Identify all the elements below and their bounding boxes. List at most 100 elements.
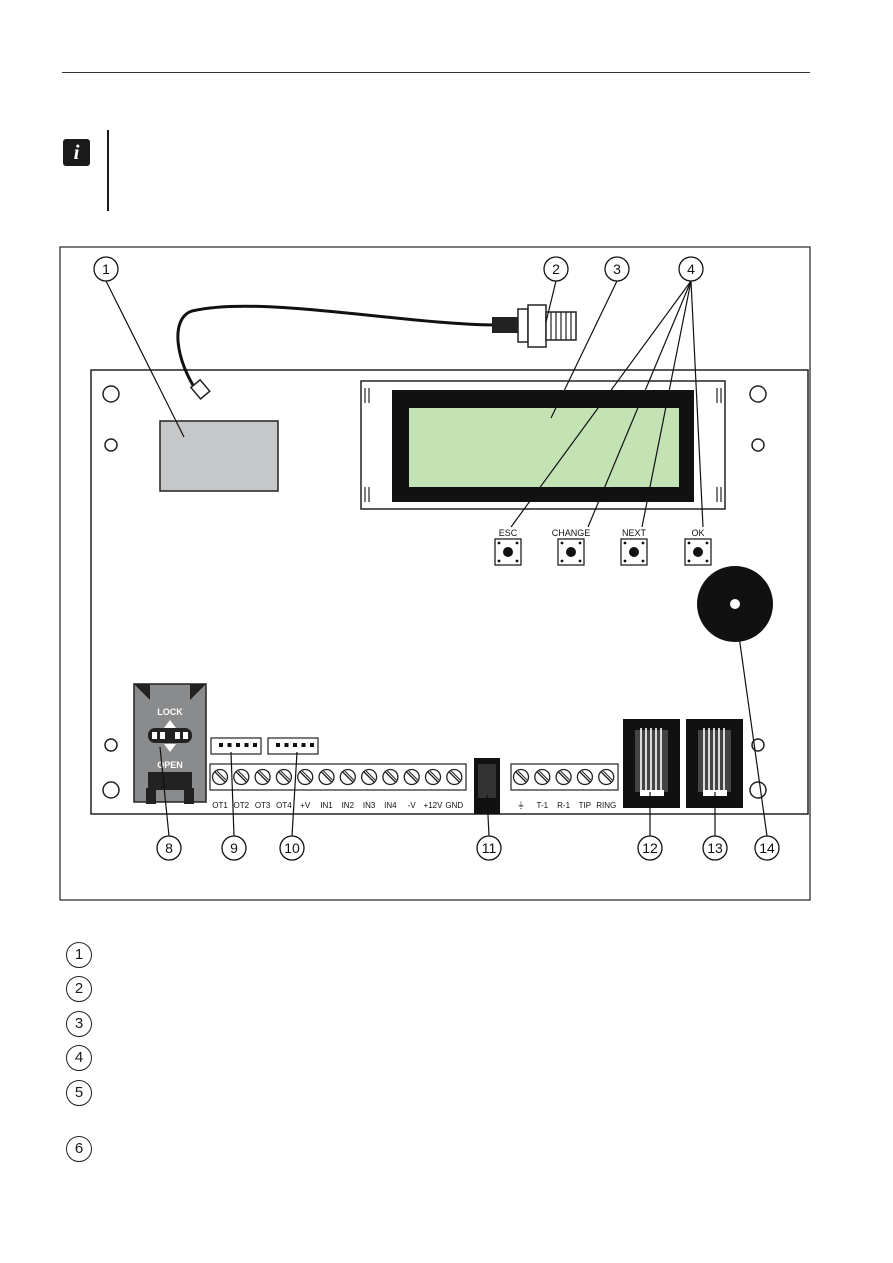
terminal-label: T-1 — [537, 801, 549, 810]
legend-number: 6 — [66, 1136, 92, 1162]
terminal: IN2 — [339, 768, 356, 810]
terminal-label: GND — [445, 801, 463, 810]
mounting-hole — [749, 385, 767, 403]
sim-open-label: OPEN — [157, 760, 183, 770]
callout-4: 4 — [678, 256, 704, 282]
leader-lines — [105, 280, 768, 837]
terminal: OT2 — [233, 768, 250, 810]
callout-3: 3 — [604, 256, 630, 282]
callout-12: 12 — [637, 835, 663, 861]
mounting-hole — [749, 781, 767, 799]
callout-11: 11 — [476, 835, 502, 861]
mounting-hole — [104, 438, 118, 452]
antenna-connector-sleeve — [492, 317, 520, 333]
terminal-label: OT4 — [276, 801, 292, 810]
header-pin — [310, 743, 314, 747]
terminal: OT4 — [275, 768, 292, 810]
terminal: GND — [445, 768, 463, 810]
legend-number: 3 — [66, 1011, 92, 1037]
terminal: ⏚ — [512, 768, 530, 810]
callout-number: 14 — [759, 840, 775, 856]
lcd-screen — [409, 408, 679, 487]
callout-14: 14 — [754, 835, 780, 861]
legend-number: 2 — [66, 976, 92, 1002]
mounting-hole — [104, 738, 118, 752]
header-rule — [62, 72, 810, 73]
buzzer-hole — [730, 599, 740, 609]
terminal-label: OT2 — [234, 801, 250, 810]
callout-number: 9 — [230, 840, 238, 856]
callout-number: 8 — [165, 840, 173, 856]
terminal: TIP — [576, 768, 594, 810]
callout-number: 3 — [613, 261, 621, 277]
header-pin — [244, 743, 249, 747]
callout-1: 1 — [93, 256, 119, 282]
header-pin — [253, 743, 257, 747]
button-next: NEXT — [620, 528, 648, 566]
terminal-block-left — [209, 763, 467, 791]
header-pin — [219, 743, 223, 747]
terminal-label: +12V — [424, 801, 444, 810]
callout-number: 12 — [642, 840, 658, 856]
callout-number: 13 — [707, 840, 723, 856]
header-pin — [227, 743, 232, 747]
callout-number: 2 — [552, 261, 560, 277]
callout-13: 13 — [702, 835, 728, 861]
phone-jack-12 — [623, 719, 680, 808]
buttons-layer: ESC CHANGE NEXT OK — [494, 528, 712, 566]
legend-number: 5 — [66, 1080, 92, 1106]
button-label: OK — [691, 528, 704, 538]
callout-number: 11 — [482, 840, 497, 856]
terminal: +12V — [424, 768, 444, 810]
header-pin — [236, 743, 240, 747]
terminal: -V — [403, 768, 420, 810]
terminal-label: IN4 — [384, 801, 397, 810]
antenna-connector-nut — [527, 304, 547, 348]
terminal-label: OT1 — [212, 801, 228, 810]
button-label: NEXT — [622, 528, 647, 538]
terminal: OT1 — [211, 768, 228, 810]
header-pin — [293, 743, 297, 747]
legend-number: 1 — [66, 942, 92, 968]
terminal-label: TIP — [579, 801, 591, 810]
terminal: +V — [297, 768, 314, 810]
header-pin — [276, 743, 280, 747]
sim-lock-label: LOCK — [157, 707, 183, 717]
mounting-hole — [751, 438, 765, 452]
header-pins — [219, 743, 314, 747]
terminal-label: ⏚ — [517, 801, 525, 810]
callout-number: 4 — [687, 261, 695, 277]
terminal-label: RING — [596, 801, 616, 810]
mounting-hole — [102, 385, 120, 403]
cable-plug — [189, 378, 211, 401]
legend-item: 1 — [66, 942, 92, 968]
terminal: OT3 — [254, 768, 271, 810]
callout-number: 10 — [284, 840, 300, 856]
callout-9: 9 — [221, 835, 247, 861]
legend-item: 3 — [66, 1011, 92, 1037]
terminal: IN4 — [382, 768, 399, 810]
terminal: T-1 — [534, 768, 551, 810]
terminal-label: +V — [300, 801, 311, 810]
header-pin — [284, 743, 289, 747]
terminal-label: R-1 — [557, 801, 570, 810]
terminal: IN1 — [318, 768, 335, 810]
terminal: IN3 — [360, 768, 378, 810]
callout-8: 8 — [156, 835, 182, 861]
legend-item: 6 — [66, 1136, 92, 1162]
phone-jack-13 — [686, 719, 743, 808]
antenna-connector-nut — [517, 308, 529, 343]
button-label: ESC — [499, 528, 518, 538]
button-label: CHANGE — [552, 528, 591, 538]
info-note-bar — [107, 130, 109, 211]
terminal-label: IN2 — [342, 801, 355, 810]
figure-frame — [59, 246, 811, 901]
info-icon: i — [63, 139, 90, 166]
mounting-hole — [102, 781, 120, 799]
antenna-module — [159, 420, 279, 492]
callout-number: 1 — [102, 261, 110, 277]
button-change: CHANGE — [552, 528, 591, 566]
